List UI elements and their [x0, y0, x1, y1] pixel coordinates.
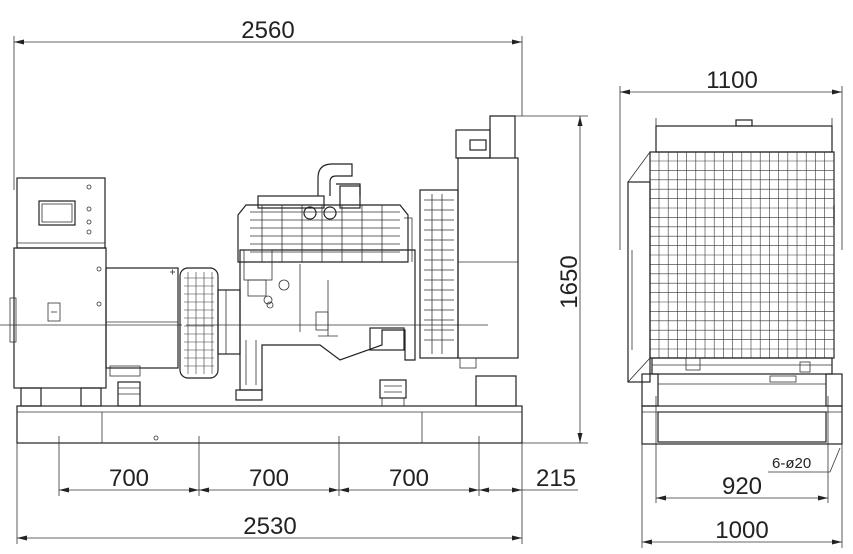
dimension-height: 1650 [515, 115, 588, 444]
dim-hole-spacing-label: 920 [722, 473, 762, 500]
dim-base-width-label: 1000 [715, 517, 768, 544]
base-frame [16, 405, 523, 444]
dim-spacing-1-label: 700 [109, 465, 149, 492]
dimension-base-length: 2530 [16, 443, 523, 544]
dim-end-offset-label: 215 [536, 465, 576, 492]
dim-base-length-label: 2530 [243, 513, 296, 540]
side-view: 1100 [619, 67, 843, 548]
dimension-top-width: 1100 [619, 67, 843, 250]
engine [186, 163, 488, 407]
dimension-base-width: 1000 [641, 444, 843, 548]
front-view: 2560 1650 [0, 17, 588, 544]
dimension-overall-top: 2560 [13, 17, 523, 190]
dim-overall-top-label: 2560 [241, 17, 294, 44]
dim-spacing-2-label: 700 [249, 465, 289, 492]
control-panel [16, 177, 106, 249]
dim-top-width-label: 1100 [706, 67, 758, 94]
side-lower-body [641, 357, 843, 407]
dimension-hole-spacing: 920 [656, 473, 828, 501]
radiator [419, 115, 519, 407]
hole-note: 6-ø20 [768, 447, 841, 473]
hole-note-label: 6-ø20 [772, 455, 811, 472]
side-base-frame [641, 396, 843, 503]
dim-height-label: 1650 [556, 255, 583, 308]
flywheel-housing [170, 267, 241, 379]
alternator [0, 247, 182, 407]
side-radiator-grille [627, 151, 835, 383]
dimension-mounting-spacing: 700 700 700 215 [58, 436, 578, 496]
dim-spacing-3-label: 700 [389, 465, 429, 492]
side-radiator-top [655, 118, 833, 153]
